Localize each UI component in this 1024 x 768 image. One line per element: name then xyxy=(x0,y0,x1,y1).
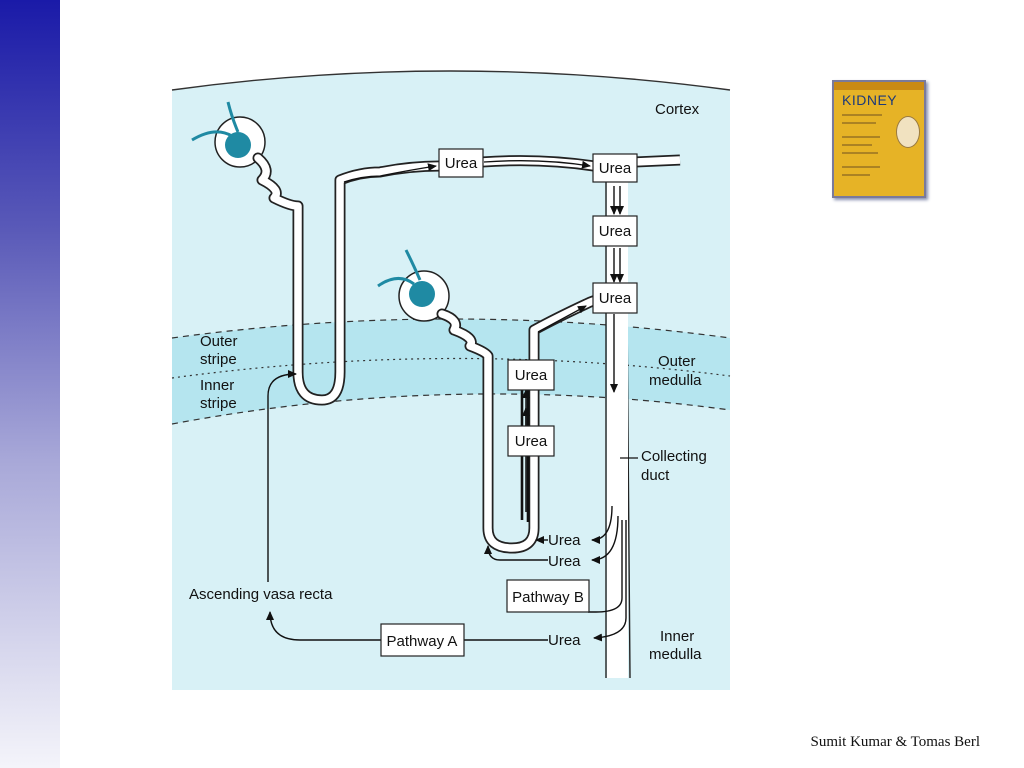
connecting-tubule-right-lumen xyxy=(633,156,681,166)
urea-box-4-label: Urea xyxy=(599,290,632,307)
kidney-illustration xyxy=(896,116,920,148)
author-credit: Sumit Kumar & Tomas Berl xyxy=(810,734,981,750)
urea-box-2-label: Urea xyxy=(599,160,632,177)
cortex-outer-edge xyxy=(171,70,731,91)
collecting-duct-label-1: Collecting xyxy=(641,448,707,465)
urea-box-3: Urea xyxy=(592,215,638,247)
pathway-b-loop xyxy=(588,520,623,613)
outer-medulla-label-2: medulla xyxy=(649,372,702,389)
urea-flow-bottom xyxy=(593,520,627,642)
nephron-1-tubule-lumen xyxy=(254,154,444,404)
urea-box-3-label: Urea xyxy=(599,223,632,240)
urea-flow-mid-to-loop xyxy=(484,545,548,561)
pathway-a-label: Pathway A xyxy=(387,633,458,650)
efferent-arteriole-2 xyxy=(404,249,422,281)
ascending-vasa-recta-label: Ascending vasa recta xyxy=(189,586,333,603)
urea-box-6-label: Urea xyxy=(515,433,548,450)
nephron-1-urea-flow xyxy=(343,163,437,183)
kidney-book-cover: KIDNEY xyxy=(832,80,926,198)
urea-flow-label-bottom: Urea xyxy=(548,632,581,649)
efferent-arteriole-1 xyxy=(226,101,240,133)
distal-urea-arrow-1 xyxy=(483,160,591,169)
book-text-line xyxy=(842,136,880,138)
ascending-vasa-recta-line xyxy=(267,370,297,582)
nephron-2-urea-flow xyxy=(537,305,587,333)
urea-box-5: Urea xyxy=(507,359,555,391)
book-text-line xyxy=(842,114,882,116)
stripe-boundary xyxy=(171,357,731,379)
urea-box-1: Urea xyxy=(438,148,484,178)
cortical-nephron xyxy=(191,101,681,406)
glomerulus-2 xyxy=(409,281,435,307)
urea-flow-label-mid: Urea xyxy=(548,553,581,570)
urea-box-2: Urea xyxy=(592,153,638,183)
inner-medulla-urea-flows xyxy=(267,370,627,642)
pathway-b-box: Pathway B xyxy=(506,579,590,613)
urea-box-5-label: Urea xyxy=(515,367,548,384)
urea-box-1-label: Urea xyxy=(445,155,478,172)
pathway-b-label: Pathway B xyxy=(512,589,584,606)
collecting-duct-lumen xyxy=(607,182,628,678)
pathway-a-return xyxy=(270,612,548,641)
outer-stripe-label-2: stripe xyxy=(200,351,237,368)
inner-medulla-label-1: Inner xyxy=(660,628,694,645)
urea-flow-label-top: Urea xyxy=(548,532,581,549)
book-title: KIDNEY xyxy=(842,92,898,108)
outer-inner-medulla-boundary xyxy=(171,393,731,425)
inner-medulla-label-2: medulla xyxy=(649,646,702,663)
urea-flow-top xyxy=(591,505,613,544)
glomerulus-1 xyxy=(225,132,251,158)
afferent-arteriole-1 xyxy=(191,130,233,142)
cortex-label: Cortex xyxy=(655,101,700,118)
inner-stripe-label-1: Inner xyxy=(200,377,234,394)
book-cover-band xyxy=(834,82,924,90)
juxtamedullary-nephron xyxy=(377,249,604,554)
pathway-a-box: Pathway A xyxy=(380,623,465,657)
book-text-line xyxy=(842,166,880,168)
urea-flow-mid xyxy=(591,515,619,564)
collecting-duct-label-2: duct xyxy=(641,467,670,484)
afferent-arteriole-2 xyxy=(377,277,415,288)
outer-medulla-label-1: Outer xyxy=(658,353,696,370)
book-text-line xyxy=(842,144,872,146)
book-text-line xyxy=(842,122,876,124)
inner-stripe-label-2: stripe xyxy=(200,395,237,412)
accent-sidebar xyxy=(0,0,60,768)
book-text-line xyxy=(842,152,878,154)
urea-box-4: Urea xyxy=(592,282,638,314)
book-text-line xyxy=(842,174,870,176)
urea-box-6: Urea xyxy=(507,425,555,457)
outer-stripe-label-1: Outer xyxy=(200,333,238,350)
